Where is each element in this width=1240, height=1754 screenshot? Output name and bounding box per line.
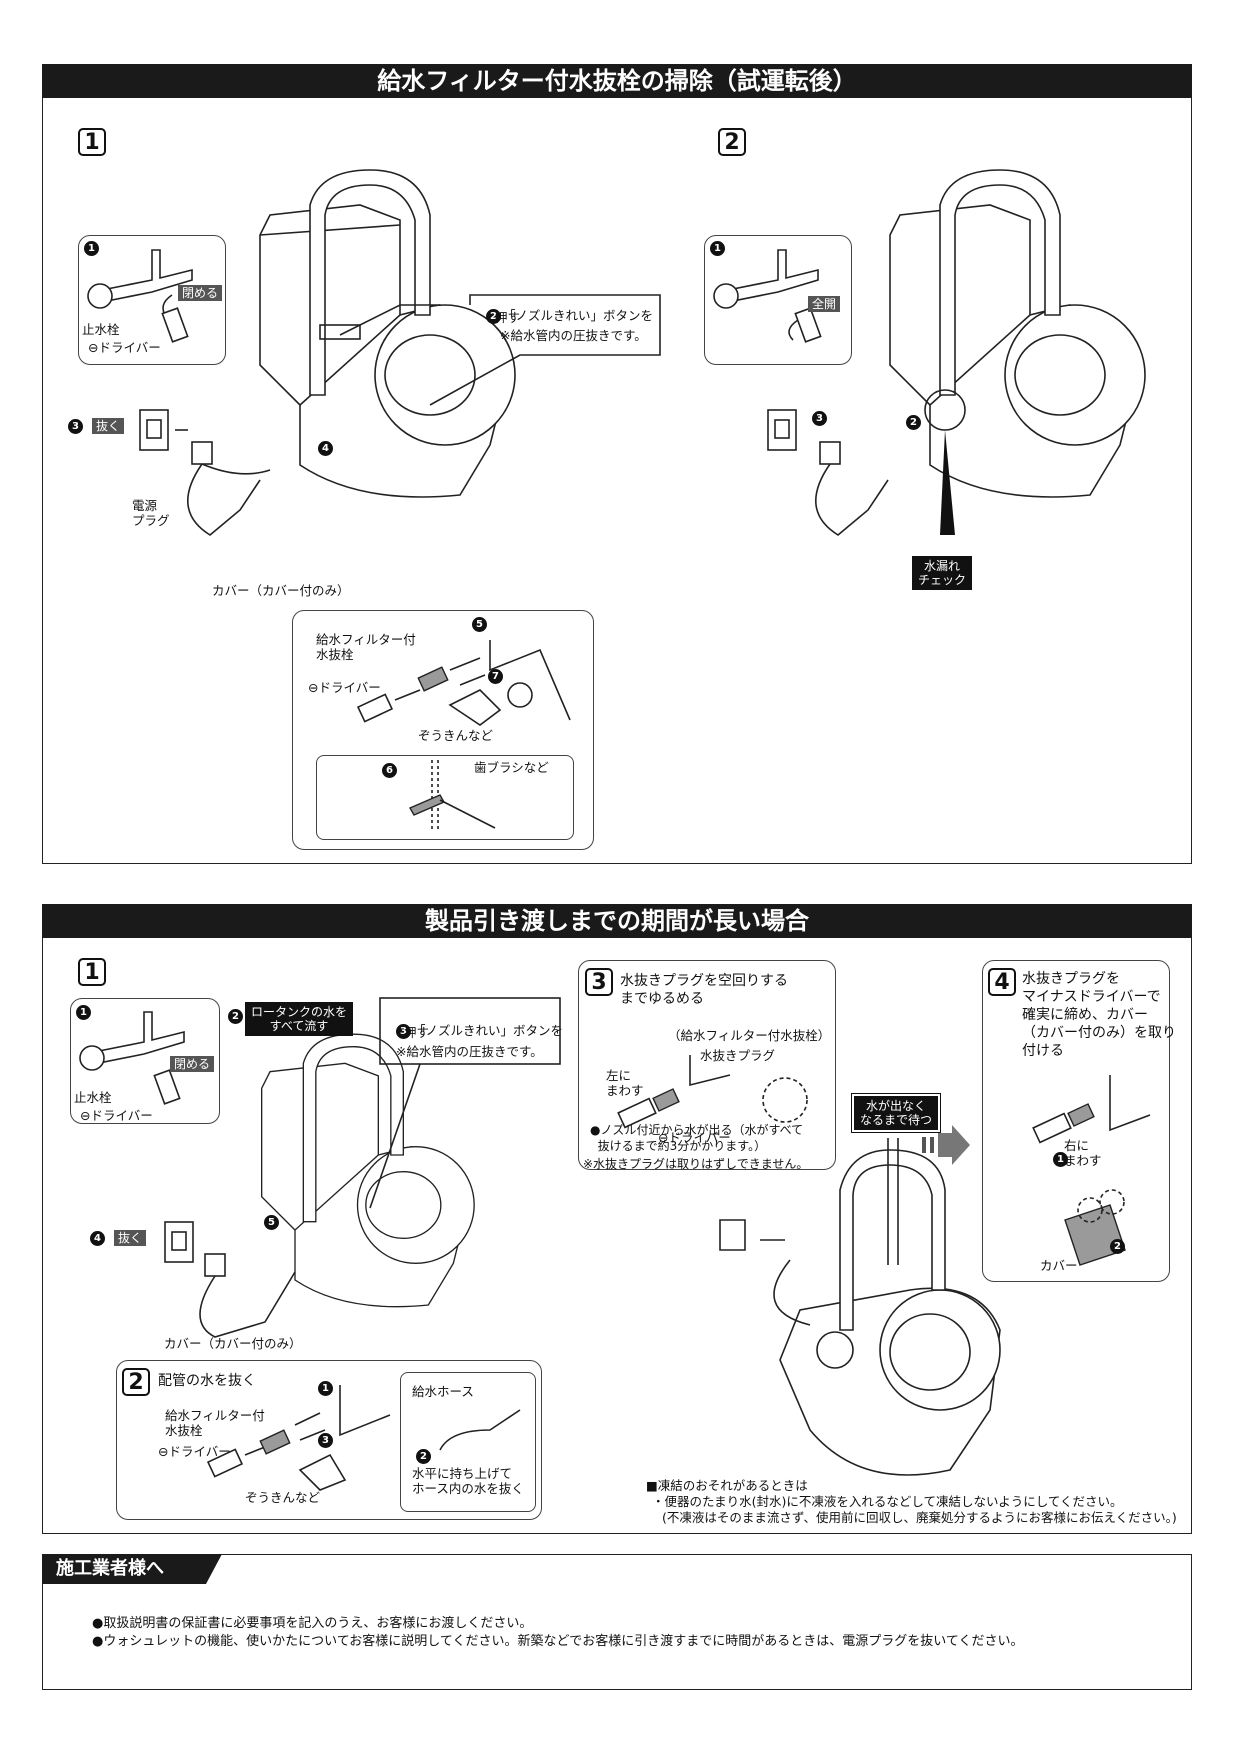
- s2-step3-driver-label: ⊖ドライバー: [658, 1130, 731, 1145]
- s2-step2-hose-drawing: [439, 1409, 521, 1451]
- s2-step1-cover-label: カバー（カバー付のみ）: [164, 1336, 302, 1351]
- s1-step1-nozzle-note: 2「ノズルきれい」ボタンを: [478, 293, 653, 324]
- s2-step1-toilet-illustration: [261, 1033, 475, 1308]
- s2-step2-outlet-drawing: [767, 409, 889, 536]
- s2-step3-drawing: [617, 1055, 808, 1129]
- s2-step3-note2: ※水抜きプラグは取りはずしできません。: [583, 1157, 809, 1171]
- s2-step2-leak-check: 水漏れ チェック: [912, 556, 973, 590]
- s1-step1-nozzle-line3: ※給水管内の圧抜きです。: [500, 328, 647, 343]
- s1-step2-number: 2: [718, 128, 746, 156]
- s1-step1-arrow-num: 4: [318, 440, 335, 456]
- s2-step2-valve-drawing: [713, 249, 822, 343]
- s1-step1-detail-drawing: [356, 640, 571, 726]
- s1-step1-close-tag: 閉める: [178, 285, 223, 301]
- s2-step2-hose-inset: [400, 1372, 536, 1512]
- s1-step1-number: 1: [78, 128, 106, 156]
- s2-step2-driver-label: ⊖ドライバー: [158, 1444, 231, 1459]
- section3-frame: [42, 1554, 1192, 1690]
- s2-step3-wait-tag: 水が出なく なるまで待つ: [850, 1093, 942, 1133]
- s2-step1-num5: 5: [264, 1214, 281, 1230]
- s2-step2-num3: 3: [812, 410, 829, 426]
- section3-line1: ●取扱説明書の保証書に必要事項を記入のうえ、お客様にお渡しください。: [92, 1616, 533, 1631]
- s2-step3-inset: [578, 960, 836, 1170]
- s2-step4-title: 水抜きプラグを マイナスドライバーで 確実に締め、カバー （カバー付のみ）を取り…: [1022, 971, 1176, 1059]
- s2-step2-valve-num: 1: [710, 240, 727, 256]
- section3-title: 施工業者様へ: [42, 1554, 206, 1584]
- s2-step2-hose-text: 水平に持ち上げて ホース内の水を抜く: [412, 1466, 524, 1496]
- s2-step1-nozzle-note: 3「ノズルきれい」ボタンを: [388, 1008, 563, 1039]
- s2-step1-number: 1: [78, 958, 106, 986]
- s1-step1-brush-inset: [316, 755, 574, 840]
- section3-title-wedge: [206, 1554, 222, 1584]
- s2-step3-title: 水抜きプラグを空回りする までゆるめる: [620, 973, 788, 1007]
- s1-step1-nozzle-line2: 押す: [495, 310, 521, 325]
- s2-step2-hose-num: 2: [416, 1448, 433, 1464]
- s2-step4-number: 4: [988, 968, 1016, 996]
- s2-step3-next-arrow: [922, 1125, 970, 1165]
- s1-step1-valve-num: 1: [84, 240, 101, 256]
- s1-step1-plug-label: 電源 プラグ: [132, 498, 170, 528]
- s2-step1-outlet-drawing: [164, 1221, 296, 1338]
- s2-step2-filter-label: 給水フィルター付 水抜栓: [165, 1408, 265, 1438]
- s2-step1-unplug-tag: 抜く: [114, 1230, 147, 1246]
- s2-step1-unplug-num: 4: [90, 1230, 107, 1246]
- s2-step4-right-text: 右に まわす: [1064, 1138, 1102, 1168]
- s1-step1-detail-driver-label: ⊖ドライバー: [308, 680, 381, 695]
- s2-step2-number: 2: [122, 1368, 150, 1396]
- s2-freeze-note-line2: ・便器のたまり水(封水)に不凍液を入れるなどして凍結しないようにしてください。: [652, 1494, 1123, 1509]
- s2-step2-title: 配管の水を抜く: [158, 1373, 256, 1389]
- s2-step4-num2: 2: [1110, 1238, 1127, 1254]
- s2-step1-driver-label: ⊖ドライバー: [80, 1108, 153, 1123]
- s2-toilet-illustration: [889, 169, 1146, 535]
- s2-freeze-note-line1: ■凍結のおそれがあるときは: [646, 1478, 808, 1493]
- section2-title: 製品引き渡しまでの期間が長い場合: [42, 904, 1192, 938]
- section3-line2: ●ウォシュレットの機能、使いかたについてお客様に説明してください。新築などでお客…: [92, 1634, 1024, 1649]
- s2-step1-valve-label: 止水栓: [74, 1090, 112, 1105]
- section1-title: 給水フィルター付水抜栓の掃除（試運転後）: [42, 64, 1192, 98]
- s2-step1-valve-drawing: [79, 1011, 185, 1105]
- s1-step1-detail-filter-label: 給水フィルター付 水抜栓: [316, 632, 416, 662]
- s1-step1-unplug-tag: 抜く: [92, 418, 125, 434]
- s2-step1-tank-num: 2: [228, 1008, 245, 1024]
- s1-toilet-illustration: [259, 169, 516, 498]
- s1-step1-valve-drawing: [87, 249, 193, 343]
- s2-step2-num3: 3: [318, 1432, 335, 1448]
- s2-step3-toilet-illustration: [719, 1138, 1001, 1476]
- s2-step1-close-tag: 閉める: [170, 1056, 215, 1072]
- s2-step2-cloth-label: ぞうきんなど: [245, 1490, 321, 1505]
- s2-step3-left-label: 左に まわす: [606, 1068, 644, 1098]
- s1-step1-brush-drawing: [409, 760, 496, 830]
- s1-step1-detail-cloth-label: ぞうきんなど: [418, 728, 494, 743]
- s2-step4-cover-label: カバー: [1040, 1258, 1078, 1273]
- s2-step3-filter-label: （給水フィルター付水抜栓）: [668, 1028, 831, 1043]
- s1-step1-cover-label: カバー（カバー付のみ）: [212, 583, 350, 598]
- s1-step1-detail-num5: 5: [472, 616, 489, 632]
- s2-step2-num1: 1: [318, 1380, 335, 1396]
- s2-step4-right-label: 1: [1045, 1136, 1070, 1167]
- s1-step1-unplug-num: 3: [68, 418, 85, 434]
- s2-step2-drawing: [206, 1385, 391, 1491]
- s2-step3-note1: ●ノズル付近から水が出る（水がすべて 抜けるまで約3分かかります。）: [590, 1123, 804, 1153]
- s2-step3-number: 3: [585, 968, 613, 996]
- s2-step1-tank-note: ロータンクの水を すべて流す: [245, 1002, 354, 1036]
- s1-step1-valve-label: 止水栓: [82, 322, 120, 337]
- s2-step2-num2: 2: [906, 414, 923, 430]
- s1-step1-brush-num: 6: [382, 762, 399, 778]
- s2-step4-drawing: [1032, 1075, 1151, 1266]
- s2-step2-hose-title: 給水ホース: [412, 1384, 474, 1399]
- s1-step1-nozzle-callout: [429, 294, 661, 406]
- s2-freeze-note-line3: (不凍液はそのまま流さず、使用前に回収し、廃棄処分するようにお客様にお伝えくださ…: [662, 1510, 1177, 1525]
- s1-step1-brush-label: 歯ブラシなど: [474, 760, 549, 775]
- s1-step1-detail-num7: 7: [488, 668, 505, 684]
- s2-step1-valve-num: 1: [76, 1004, 93, 1020]
- s2-step1-nozzle-line2: 押す: [404, 1025, 430, 1040]
- s2-step3-plug-label: 水抜きプラグ: [700, 1048, 776, 1063]
- s1-step1-outlet-drawing: [139, 409, 271, 536]
- s2-step2-open-tag: 全開: [808, 296, 841, 312]
- s2-step1-nozzle-callout: [369, 997, 561, 1209]
- s1-step1-driver-label: ⊖ドライバー: [88, 340, 161, 355]
- s2-step1-nozzle-line3: ※給水管内の圧抜きです。: [396, 1044, 543, 1059]
